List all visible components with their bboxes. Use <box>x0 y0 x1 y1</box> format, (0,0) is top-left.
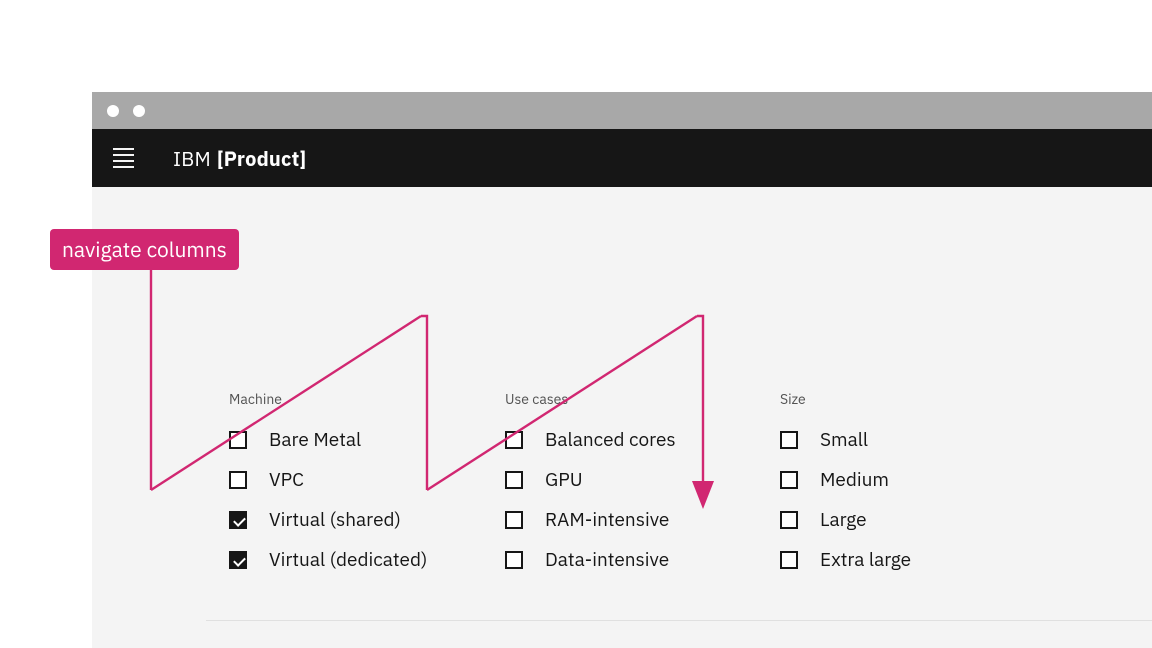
checkbox-label: Extra large <box>820 548 912 572</box>
checkbox-unchecked-icon[interactable] <box>780 551 798 569</box>
brand-title: IBM [Product] <box>173 129 306 187</box>
checkbox-row[interactable]: Medium <box>780 460 911 500</box>
checkbox-unchecked-icon[interactable] <box>780 511 798 529</box>
checkbox-row[interactable]: Virtual (dedicated) <box>229 540 427 580</box>
checkbox-unchecked-icon[interactable] <box>229 431 247 449</box>
checkbox-row[interactable]: Large <box>780 500 911 540</box>
brand-name: IBM <box>173 144 211 172</box>
checkbox-checked-icon[interactable] <box>229 551 247 569</box>
checkbox-row[interactable]: Balanced cores <box>505 420 676 460</box>
checkbox-row[interactable]: RAM-intensive <box>505 500 676 540</box>
checkbox-label: Medium <box>820 468 890 492</box>
checkbox-checked-icon[interactable] <box>229 511 247 529</box>
checkbox-label: VPC <box>269 468 304 492</box>
annotation-label-pill: navigate columns <box>50 229 239 270</box>
hamburger-menu-icon[interactable] <box>113 148 134 168</box>
checkbox-row[interactable]: VPC <box>229 460 427 500</box>
checkbox-row[interactable]: Extra large <box>780 540 911 580</box>
checkbox-label: Bare Metal <box>269 428 362 452</box>
checkbox-label: Data-intensive <box>545 548 670 572</box>
checkbox-label: Virtual (shared) <box>269 508 401 532</box>
checkbox-label: Virtual (dedicated) <box>269 548 428 572</box>
brand-product: [Product] <box>216 144 307 172</box>
checkbox-label: GPU <box>545 468 583 492</box>
checkbox-unchecked-icon[interactable] <box>780 431 798 449</box>
checkbox-label: Large <box>820 508 867 532</box>
checkbox-unchecked-icon[interactable] <box>505 431 523 449</box>
checkbox-row[interactable]: Data-intensive <box>505 540 676 580</box>
filter-column-legend: Size <box>780 390 806 408</box>
window-titlebar <box>92 92 1152 129</box>
checkbox-row[interactable]: GPU <box>505 460 676 500</box>
checkbox-label: Balanced cores <box>545 428 676 452</box>
window-dot-2[interactable] <box>133 105 145 117</box>
window-dot-1[interactable] <box>107 105 119 117</box>
checkbox-label: RAM-intensive <box>545 508 670 532</box>
checkbox-unchecked-icon[interactable] <box>505 471 523 489</box>
checkbox-unchecked-icon[interactable] <box>505 551 523 569</box>
checkbox-row[interactable]: Small <box>780 420 911 460</box>
checkbox-unchecked-icon[interactable] <box>229 471 247 489</box>
filter-column-legend: Use cases <box>505 390 569 408</box>
checkbox-row[interactable]: Bare Metal <box>229 420 427 460</box>
checkbox-unchecked-icon[interactable] <box>780 471 798 489</box>
filter-column-legend: Machine <box>229 390 282 408</box>
app-header: IBM [Product] <box>92 129 1152 187</box>
checkbox-label: Small <box>820 428 869 452</box>
checkbox-row[interactable]: Virtual (shared) <box>229 500 427 540</box>
section-divider <box>206 620 1152 621</box>
checkbox-unchecked-icon[interactable] <box>505 511 523 529</box>
annotation-label-text: navigate columns <box>62 235 227 263</box>
